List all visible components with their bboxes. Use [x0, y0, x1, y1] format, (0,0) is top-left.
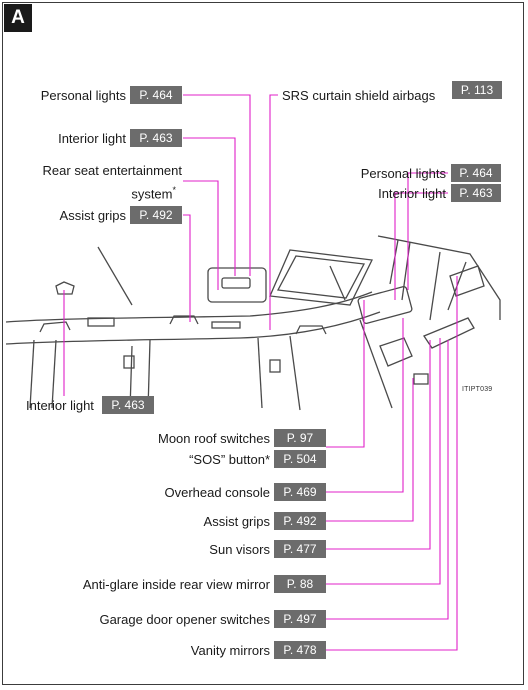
- garage-door-label: Garage door opener switches: [99, 612, 270, 627]
- figure-frame: [2, 2, 524, 685]
- rear-seat-entertainment-asterisk: *: [172, 185, 176, 195]
- rear-seat-entertainment-system-text: system: [131, 186, 173, 202]
- assist-grips-bottom-label: Assist grips: [203, 514, 270, 529]
- personal-lights-right-label: Personal lights: [360, 166, 446, 181]
- sun-visors-label: Sun visors: [209, 542, 270, 557]
- sun-visors-page[interactable]: P. 477: [274, 540, 326, 558]
- overhead-console-page[interactable]: P. 469: [274, 483, 326, 501]
- assist-grips-left-label: Assist grips: [59, 208, 126, 223]
- moon-roof-label: Moon roof switches: [158, 431, 270, 446]
- sos-button-page[interactable]: P. 504: [274, 450, 326, 468]
- srs-curtain-page[interactable]: P. 113: [452, 81, 502, 99]
- rear-seat-entertainment-label-line2: system*: [131, 182, 176, 202]
- assist-grips-left-page[interactable]: P. 492: [130, 206, 182, 224]
- sos-button-asterisk: *: [264, 452, 270, 467]
- overhead-console-label: Overhead console: [164, 485, 270, 500]
- leader-lines: [63, 94, 458, 651]
- interior-light-right-label: Interior light: [378, 186, 446, 201]
- anti-glare-label: Anti-glare inside rear view mirror: [82, 577, 270, 592]
- figure-code: ITIPT039: [462, 386, 493, 393]
- assist-grips-bottom-page[interactable]: P. 492: [274, 512, 326, 530]
- srs-curtain-label: SRS curtain shield airbags: [282, 88, 436, 103]
- sos-button-text: “SOS” button: [189, 452, 265, 467]
- interior-light-top-label: Interior light: [58, 131, 126, 146]
- personal-lights-right-page[interactable]: P. 464: [451, 164, 501, 182]
- section-badge: A: [4, 4, 32, 32]
- interior-light-bottom-label: Interior light: [26, 398, 94, 413]
- personal-lights-left-page[interactable]: P. 464: [130, 86, 182, 104]
- ceiling-outline: [5, 235, 501, 411]
- anti-glare-page[interactable]: P. 88: [274, 575, 326, 593]
- interior-light-right-page[interactable]: P. 463: [451, 184, 501, 202]
- vanity-mirrors-page[interactable]: P. 478: [274, 641, 326, 659]
- sos-button-label: “SOS” button*: [189, 452, 270, 468]
- vanity-mirrors-label: Vanity mirrors: [190, 643, 270, 658]
- interior-light-bottom-page[interactable]: P. 463: [102, 396, 154, 414]
- personal-lights-left-label: Personal lights: [40, 88, 126, 103]
- garage-door-page[interactable]: P. 497: [274, 610, 326, 628]
- interior-light-top-page[interactable]: P. 463: [130, 129, 182, 147]
- rear-seat-entertainment-label-line1: Rear seat entertainment: [42, 163, 182, 178]
- moon-roof-page[interactable]: P. 97: [274, 429, 326, 447]
